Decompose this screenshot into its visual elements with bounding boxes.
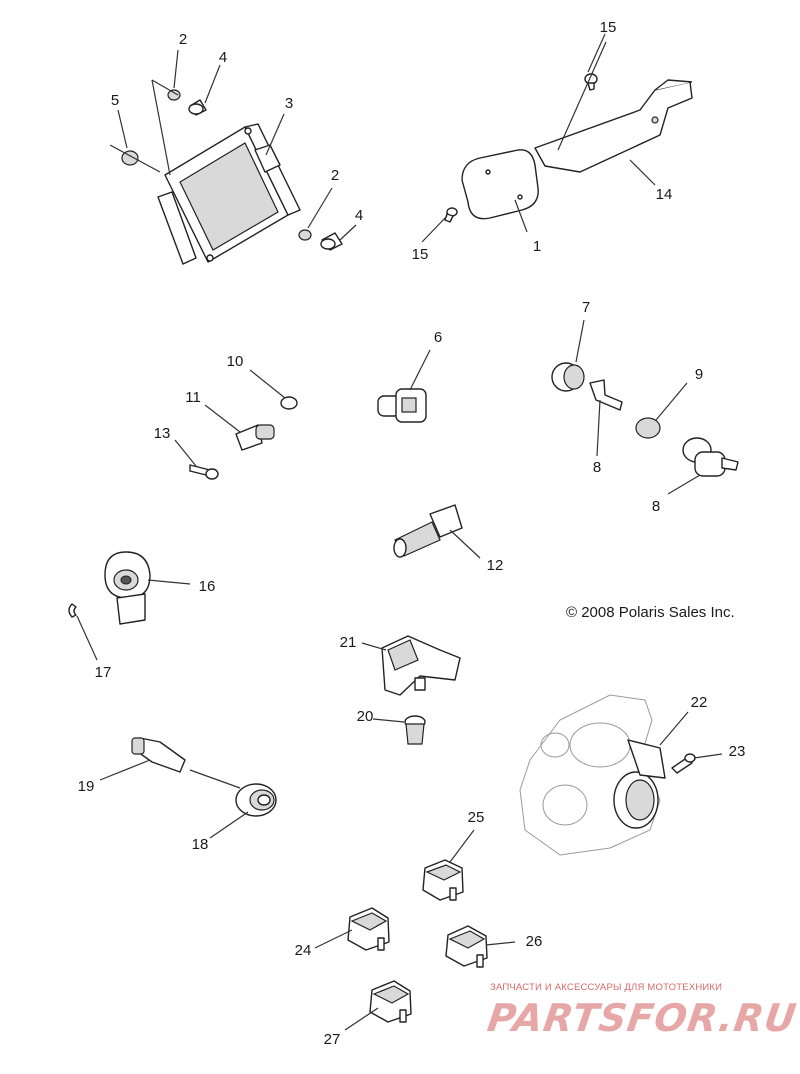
callout-20: 20 [356,708,374,725]
leader-lines [76,33,723,1031]
plate-8a [589,379,623,411]
sensor-8b [682,437,739,477]
switch-24 [347,907,390,951]
callout-3: 3 [284,95,294,112]
callout-2a: 2 [178,31,188,48]
watermark-logo: PARTSFOR.RU [484,996,800,1040]
callout-6: 6 [433,329,443,346]
bolt-13 [189,464,219,480]
copyright-notice: © 2008 Polaris Sales Inc. [566,604,735,621]
callout-4b: 4 [354,207,364,224]
sensor-19 [131,737,186,773]
plug-20 [404,715,426,745]
sensor-11 [235,424,275,451]
callout-4a: 4 [218,49,228,66]
sensor-7 [551,362,585,392]
knock-sensor-16 [104,551,151,625]
callout-8b: 8 [651,498,661,515]
callout-14: 14 [655,186,673,203]
callout-11: 11 [185,389,201,406]
clip-17 [68,603,77,618]
callout-15a: 15 [599,19,617,36]
callout-16: 16 [198,578,216,595]
callout-1: 1 [532,238,542,255]
washer-2b [298,229,312,241]
washer-5 [121,150,139,166]
callout-25: 25 [467,809,485,826]
watermark-tagline: ЗАПЧАСТИ И АКСЕССУАРЫ ДЛЯ МОТОТЕХНИКИ [490,982,723,993]
callout-9: 9 [694,366,704,383]
map-sensor-21 [381,635,461,696]
switch-26 [445,925,488,968]
screw-15b [444,207,458,223]
callout-12: 12 [486,557,504,574]
callout-23: 23 [728,743,746,760]
callout-15b: 15 [411,246,429,263]
switch-25 [422,859,464,901]
o-ring-10 [280,396,298,410]
callout-18: 18 [191,836,209,853]
callout-8a: 8 [592,459,602,476]
callout-13: 13 [153,425,171,442]
callout-5: 5 [110,92,120,109]
switch-27 [369,980,412,1023]
callout-27: 27 [323,1031,341,1048]
callout-7: 7 [581,299,591,316]
screw-4b [320,232,343,251]
throttle-body-22 [519,694,666,856]
screw-23 [671,753,696,774]
bracket-14 [534,81,693,173]
callout-21: 21 [339,634,357,651]
screw-4a [188,99,207,116]
ecu-module [157,123,301,265]
callout-10: 10 [226,353,244,370]
callout-17: 17 [94,664,112,681]
callout-2b: 2 [330,167,340,184]
sensor-12 [393,504,463,558]
callout-19: 19 [77,778,95,795]
callout-22: 22 [690,694,708,711]
sensor-6 [377,388,427,423]
cover-1 [461,149,539,220]
washer-2a [167,89,181,101]
callout-26: 26 [525,933,543,950]
seal-18 [235,783,277,817]
callout-24: 24 [294,942,312,959]
seal-9 [635,417,661,439]
